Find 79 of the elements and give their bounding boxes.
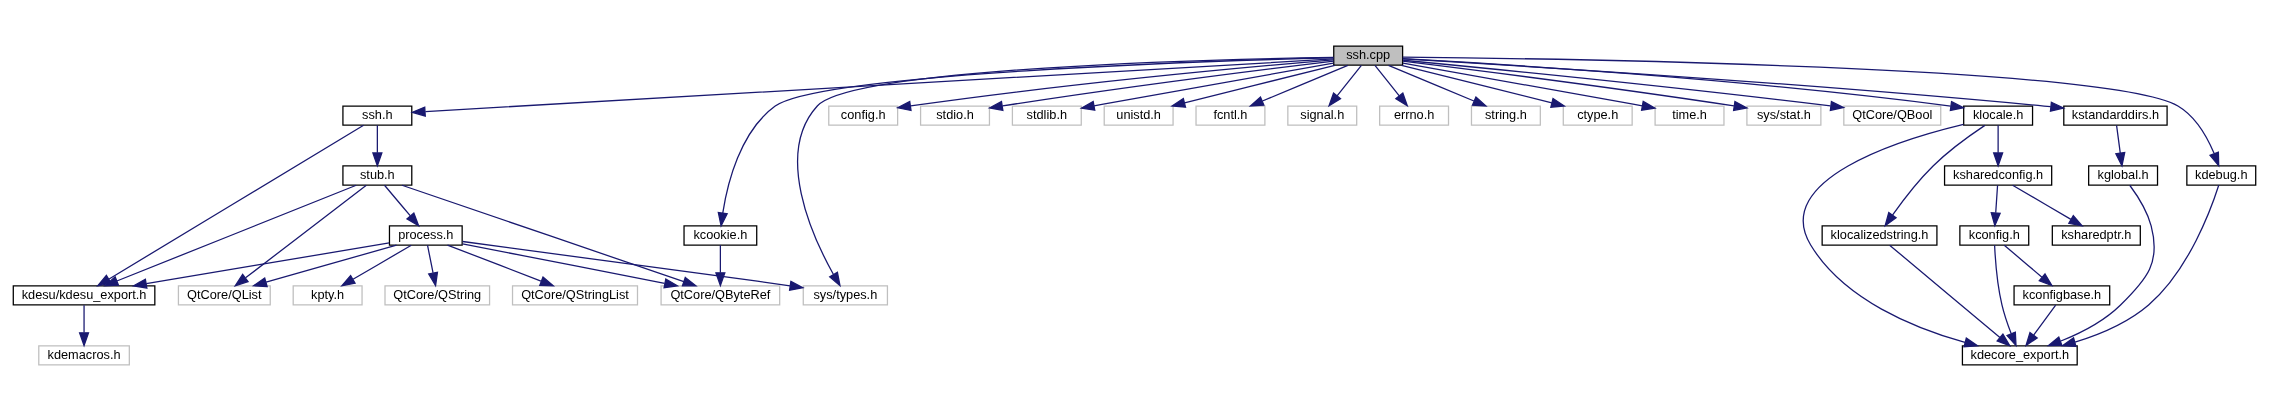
arrow [1992, 124, 2004, 168]
node-box: ksharedconfig.h [1943, 165, 2053, 186]
arrow [372, 124, 383, 168]
node-box: ksharedptr.h [2051, 225, 2141, 246]
node-box: kglobal.h [2088, 165, 2159, 186]
arrow [2046, 184, 2155, 347]
node-box: unistd.h [1103, 105, 1174, 126]
arrow [796, 56, 1335, 288]
arrow [2024, 304, 2057, 348]
arrow [1387, 64, 1488, 107]
arrow [1402, 58, 1966, 112]
arrow [410, 58, 1335, 117]
node-box: QtCore/QString [384, 285, 491, 306]
arrow [446, 244, 556, 287]
node-box: ssh.h [342, 105, 413, 126]
node-box: sys/stat.h [1746, 105, 1822, 126]
node-box: kdebug.h [2186, 165, 2257, 186]
node-box: kcookie.h [683, 225, 758, 246]
arrow [1402, 62, 1657, 111]
arrow [987, 60, 1335, 112]
arrow [461, 240, 805, 292]
arrow [2011, 184, 2084, 227]
arrow [715, 244, 726, 288]
node-box: kdemacros.h [38, 345, 130, 366]
arrow [1374, 64, 1409, 108]
node-box: kdecore_export.h [1961, 345, 2078, 366]
arrow [1402, 58, 2066, 112]
arrow [340, 244, 412, 287]
node-box: process.h [388, 225, 463, 246]
node-box: kpty.h [292, 285, 363, 306]
node-box: QtCore/QByteRef [660, 285, 781, 306]
node-box: ctype.h [1562, 105, 1633, 126]
arrow [2114, 124, 2126, 168]
arrow [251, 244, 398, 288]
arrow [1079, 62, 1335, 111]
arrow [1248, 64, 1349, 107]
arrow [1400, 64, 1567, 108]
arrow [1803, 123, 1980, 348]
arrow [1888, 244, 2012, 347]
node-box: kstandarddirs.h [2063, 105, 2168, 126]
node-box: kdesu/kdesu_export.h [12, 285, 156, 306]
node-box: stdio.h [919, 105, 991, 126]
arrow [461, 243, 680, 289]
arrow [103, 184, 357, 287]
arrow [1402, 56, 2220, 168]
node-box: stdlib.h [1011, 105, 1082, 126]
arrow [401, 184, 698, 287]
node-box: QtCore/QList [177, 285, 271, 306]
arrow [1402, 59, 1846, 112]
node-box: klocalizedstring.h [1821, 225, 1938, 246]
node-box: stub.h [342, 165, 413, 186]
arrow [1402, 60, 1749, 112]
node-box: sys/types.h [802, 285, 889, 306]
node-box: kconfigbase.h [2013, 285, 2111, 306]
node-box: kconfig.h [1959, 225, 2030, 246]
arrow [2003, 244, 2054, 287]
node-box: time.h [1654, 105, 1725, 126]
arrow [1327, 64, 1363, 108]
node-box: signal.h [1287, 105, 1358, 126]
node-box: QtCore/QBool [1843, 105, 1942, 126]
arrow [895, 59, 1335, 112]
node-box: config.h [828, 105, 899, 126]
arrow [233, 184, 367, 287]
node-box: ssh.cpp [1333, 45, 1404, 66]
node-box: errno.h [1379, 105, 1450, 126]
node-box: QtCore/QStringList [511, 285, 639, 306]
node-box: fcntl.h [1195, 105, 1266, 126]
arrow [383, 184, 420, 228]
arrow [1993, 244, 2017, 348]
arrow [717, 57, 1335, 228]
arrow [78, 304, 90, 348]
arrow [2060, 184, 2220, 348]
node-box: klocale.h [1963, 105, 2034, 126]
node-box: string.h [1470, 105, 1541, 126]
arrow [1170, 64, 1336, 108]
arrow [426, 244, 439, 288]
arrow [1884, 124, 1986, 228]
arrow [1990, 184, 2002, 228]
arrow [131, 242, 390, 289]
